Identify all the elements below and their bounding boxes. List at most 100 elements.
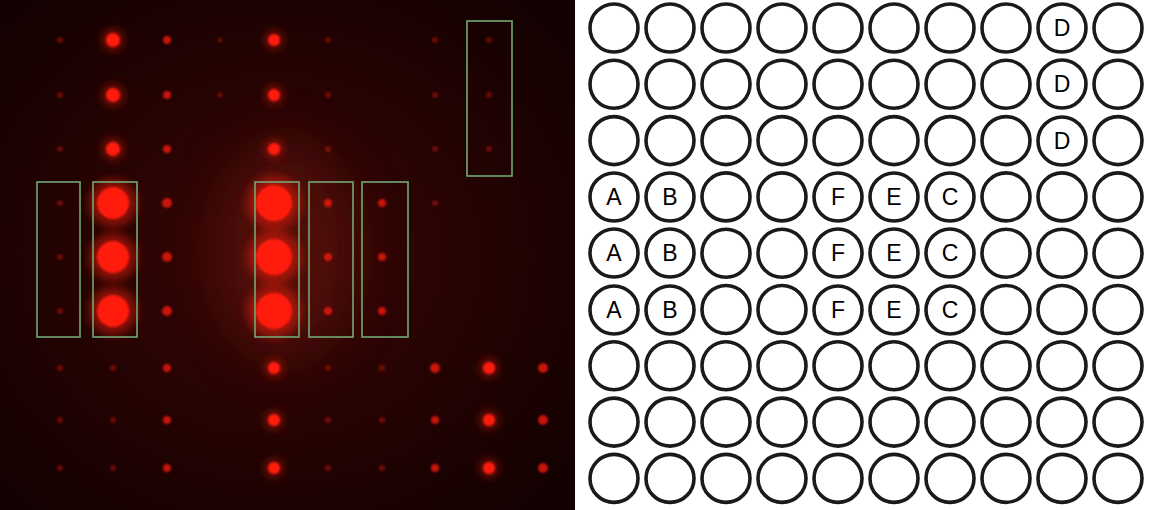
well-circle	[646, 229, 694, 277]
spot	[325, 465, 331, 471]
spot	[256, 239, 292, 275]
spot	[486, 92, 492, 98]
well-circle	[870, 173, 918, 221]
empty-well	[1094, 398, 1142, 446]
spot	[97, 295, 129, 327]
well-circle	[590, 229, 638, 277]
empty-well	[870, 117, 918, 165]
empty-well	[814, 398, 862, 446]
spot	[325, 417, 331, 423]
spot	[162, 306, 172, 316]
empty-well	[590, 454, 638, 502]
empty-well	[702, 4, 750, 52]
spot	[162, 198, 172, 208]
well-letter: D	[1054, 17, 1071, 40]
spot	[432, 200, 438, 206]
spot	[110, 465, 116, 471]
well-letter: F	[831, 298, 845, 321]
empty-well	[1094, 286, 1142, 334]
empty-well	[982, 117, 1030, 165]
spot-glow	[89, 287, 137, 335]
spot	[325, 37, 331, 43]
well-circle	[926, 229, 974, 277]
selection-box	[255, 182, 299, 337]
empty-well	[702, 286, 750, 334]
labeled-well: F	[812, 227, 864, 279]
spot	[163, 364, 171, 372]
well-circle	[814, 229, 862, 277]
labeled-well: B	[644, 227, 696, 279]
selection-box	[362, 182, 408, 337]
spot	[432, 37, 438, 43]
labeled-well: A	[588, 171, 640, 223]
spot	[378, 199, 386, 207]
spot	[268, 143, 280, 155]
empty-well	[646, 117, 694, 165]
empty-well	[1094, 173, 1142, 221]
spot	[483, 414, 495, 426]
well-letter: E	[886, 242, 901, 265]
empty-well	[1094, 229, 1142, 277]
background-haze	[215, 140, 355, 360]
well-letter: B	[662, 298, 677, 321]
empty-well	[926, 342, 974, 390]
empty-well	[1094, 4, 1142, 52]
spot	[163, 91, 171, 99]
spot	[57, 308, 63, 314]
spot	[268, 414, 280, 426]
spot-glow	[89, 179, 137, 227]
empty-well	[814, 342, 862, 390]
well-circle	[870, 229, 918, 277]
spot	[162, 252, 172, 262]
spot-glow	[265, 86, 283, 104]
empty-well	[814, 454, 862, 502]
spot	[110, 365, 116, 371]
spot-glow	[89, 233, 137, 281]
well-letter: D	[1054, 129, 1071, 152]
spot	[163, 36, 171, 44]
spot	[486, 37, 492, 43]
empty-well	[870, 398, 918, 446]
spot	[97, 187, 129, 219]
empty-well	[758, 229, 806, 277]
empty-well	[1038, 454, 1086, 502]
empty-well	[590, 342, 638, 390]
labeled-well: C	[924, 227, 976, 279]
well-letter: E	[886, 298, 901, 321]
spot	[57, 365, 63, 371]
well-circle	[814, 286, 862, 334]
spot-glow	[480, 359, 498, 377]
empty-well	[702, 60, 750, 108]
empty-well	[870, 454, 918, 502]
well-letter: A	[606, 185, 621, 208]
spot	[106, 33, 120, 47]
well-circle	[926, 286, 974, 334]
spot	[486, 146, 492, 152]
spot	[325, 365, 331, 371]
spot	[432, 146, 438, 152]
empty-well	[702, 454, 750, 502]
spot	[538, 463, 548, 473]
spot	[268, 362, 280, 374]
labeled-well: F	[812, 171, 864, 223]
empty-well	[926, 60, 974, 108]
spot	[57, 37, 63, 43]
spot	[538, 363, 548, 373]
spot	[57, 417, 63, 423]
well-circle	[590, 173, 638, 221]
empty-well	[926, 398, 974, 446]
spot-glow	[103, 30, 124, 51]
empty-well	[1038, 342, 1086, 390]
empty-well	[1094, 454, 1142, 502]
spot	[163, 416, 171, 424]
empty-well	[982, 4, 1030, 52]
selection-box	[37, 182, 80, 337]
well-letter: F	[831, 185, 845, 208]
empty-well	[982, 60, 1030, 108]
empty-well	[702, 398, 750, 446]
empty-well	[1038, 229, 1086, 277]
well-circle	[870, 286, 918, 334]
spot	[163, 145, 171, 153]
spot	[57, 92, 63, 98]
